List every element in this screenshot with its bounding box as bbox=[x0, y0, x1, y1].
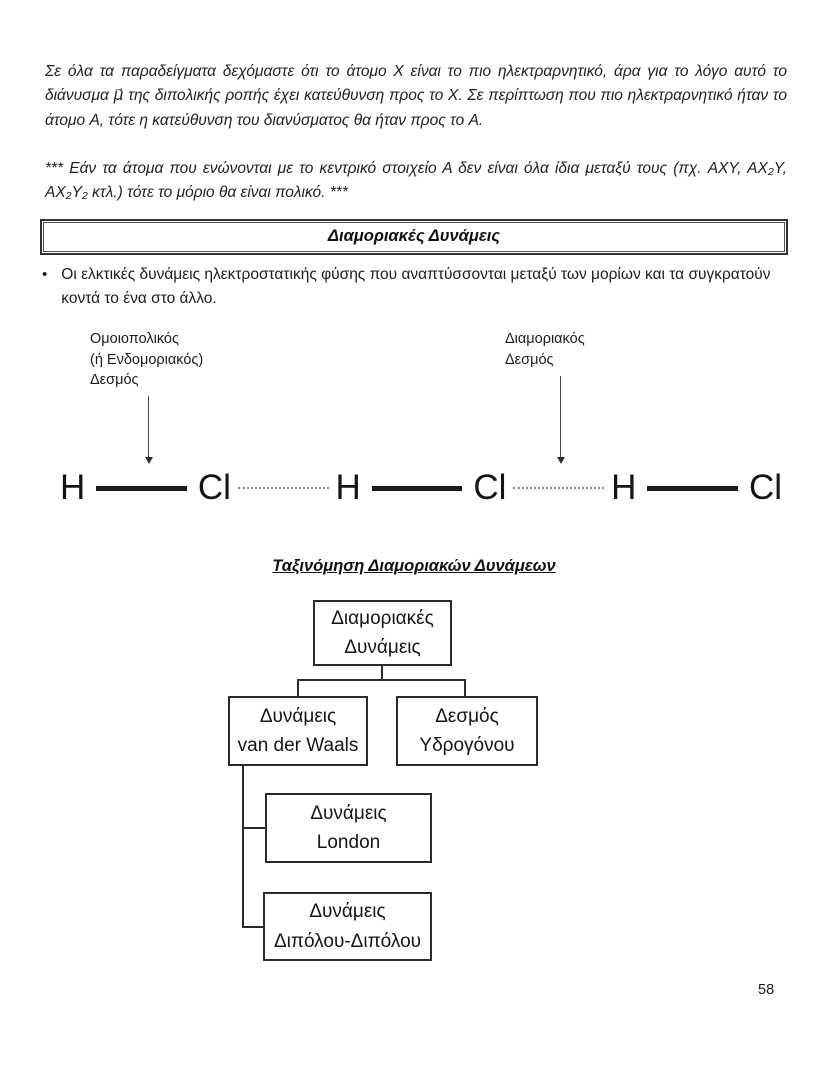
tree-node-intermolecular-forces: Διαμοριακές Δυνάμεις bbox=[313, 600, 452, 666]
bond-diagram: Ομοιοπολικός (ή Ενδομοριακός) Δεσμός Δια… bbox=[0, 325, 828, 550]
covalent-bond-label-line3: Δεσμός bbox=[90, 372, 139, 389]
section-title: Διαμοριακές Δυνάμεις bbox=[327, 227, 501, 245]
node-label-line2: Διπόλου-Διπόλου bbox=[273, 930, 422, 952]
node-label-line1: Δυνάμεις bbox=[259, 705, 337, 727]
atom-cl: Cl bbox=[748, 468, 782, 507]
node-label-line2: Υδρογόνου bbox=[419, 735, 515, 756]
node-label-line1: Δυνάμεις bbox=[310, 802, 387, 824]
tree-node-van-der-waals: Δυνάμεις van der Waals bbox=[228, 696, 368, 766]
page-number: 58 bbox=[758, 982, 775, 998]
covalent-bond-line bbox=[371, 485, 463, 491]
intro-paragraph-dipole-direction: Σε όλα τα παραδείγματα δεχόμαστε ότι το … bbox=[45, 62, 787, 130]
atom-h: H bbox=[60, 468, 86, 507]
tree-node-london-forces: Δυνάμεις London bbox=[265, 793, 432, 863]
covalent-bond-label-line2: (ή Ενδομοριακός) bbox=[90, 351, 204, 368]
section-title-box: Διαμοριακές Δυνάμεις bbox=[40, 219, 788, 255]
tree-section-title: Ταξινόμηση Διαμοριακών Δυνάμεων bbox=[0, 557, 828, 576]
tree-section-title-text: Ταξινόμηση Διαμοριακών Δυνάμεων bbox=[272, 557, 556, 575]
hcl-molecule-chain: H Cl H Cl H Cl bbox=[60, 468, 782, 508]
atom-h: H bbox=[611, 468, 637, 507]
covalent-bond-label: Ομοιοπολικός (ή Ενδομοριακός) Δεσμός bbox=[90, 329, 203, 391]
tree-connector bbox=[297, 679, 299, 696]
bullet-text: Οι ελκτικές δυνάμεις ηλεκτροστατικής φύσ… bbox=[61, 266, 771, 308]
bullet-item: • Οι ελκτικές δυνάμεις ηλεκτροστατικής φ… bbox=[42, 263, 790, 311]
arrow-shaft bbox=[560, 376, 561, 457]
atom-cl: Cl bbox=[197, 468, 231, 507]
tree-node-dipole-dipole-forces: Δυνάμεις Διπόλου-Διπόλου bbox=[263, 892, 432, 961]
tree-connector bbox=[464, 679, 466, 696]
covalent-bond-line bbox=[647, 485, 738, 491]
intermolecular-bond-line bbox=[513, 487, 605, 489]
atom-cl: Cl bbox=[473, 468, 507, 507]
classification-tree: Διαμοριακές Δυνάμεις Δυνάμεις van der Wa… bbox=[0, 595, 828, 985]
intermolecular-bond-label-line2: Δεσμός bbox=[505, 351, 554, 368]
down-arrow-icon bbox=[556, 376, 565, 464]
node-label-line2: van der Waals bbox=[237, 735, 359, 756]
node-label-line1: Δυνάμεις bbox=[309, 901, 386, 923]
tree-connector bbox=[242, 766, 244, 928]
bullet-marker: • bbox=[42, 266, 48, 283]
covalent-bond-label-line1: Ομοιοπολικός bbox=[90, 331, 179, 347]
atom-h: H bbox=[335, 468, 361, 507]
tree-connector bbox=[297, 679, 466, 681]
down-arrow-icon bbox=[144, 396, 153, 464]
arrow-head bbox=[556, 457, 565, 464]
node-label-line2: Δυνάμεις bbox=[344, 637, 421, 658]
arrow-shaft bbox=[148, 396, 149, 457]
intermolecular-bond-label-line1: Διαμοριακός bbox=[505, 331, 585, 347]
tree-connector bbox=[242, 926, 263, 928]
intermolecular-bond-line bbox=[237, 487, 329, 489]
node-label-line1: Δεσμός bbox=[435, 705, 499, 727]
intermolecular-bond-label: Διαμοριακός Δεσμός bbox=[505, 329, 585, 370]
tree-connector bbox=[242, 827, 265, 829]
tree-connector bbox=[381, 666, 383, 679]
tree-node-hydrogen-bond: Δεσμός Υδρογόνου bbox=[396, 696, 538, 766]
section-title-box-inner: Διαμοριακές Δυνάμεις bbox=[43, 222, 785, 252]
intro-paragraph-polar-note: *** Εάν τα άτομα που ενώνονται με το κεν… bbox=[45, 159, 787, 202]
node-label-line2: London bbox=[316, 832, 381, 853]
covalent-bond-line bbox=[96, 485, 187, 491]
node-label-line1: Διαμοριακές bbox=[331, 607, 434, 629]
arrow-head bbox=[144, 457, 153, 464]
